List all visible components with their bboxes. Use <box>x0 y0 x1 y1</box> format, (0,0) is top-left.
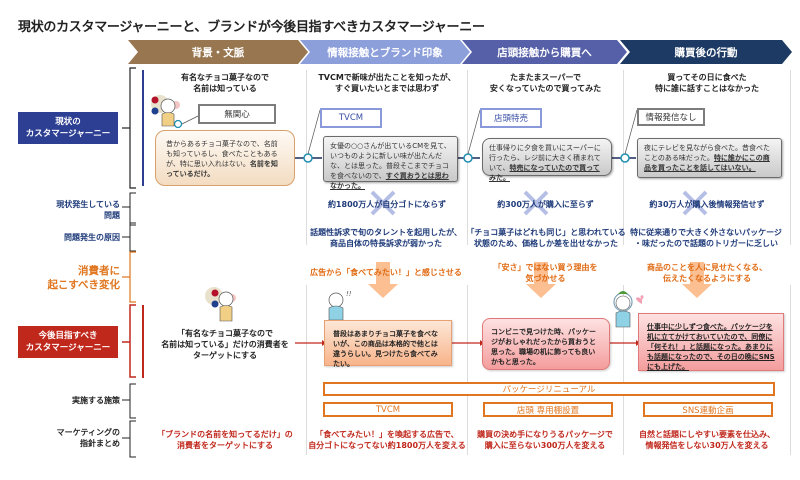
current-story-info: 女優の○○さんが出ているCMを見て、いつものように新しい味が出たんだな、とは思っ… <box>323 136 458 190</box>
change-store: 「安さ」ではない買う理由を 気づかせる <box>493 263 598 283</box>
column-divider <box>467 285 468 455</box>
row-label-future-journey: 今後目指すべき カスタマージャーニー <box>18 326 118 358</box>
current-story-background: 昔からあるチョコ菓子なので、名前も知っているし、食べたこともあるが、特に思い入れ… <box>155 130 295 186</box>
problem-info: 約1800万人が自分ゴトにならず <box>327 200 447 209</box>
cause-post: 特に従来通りで大きく外さないパッケージ ・味だったので話題のトリガーに乏しい <box>630 228 782 248</box>
current-headline-info: TVCMで新味が出たことを知ったが、 すぐ買いたいとまでは思わず <box>318 73 456 93</box>
column-divider <box>790 285 791 455</box>
measure-sns-campaign: SNS連動企画 <box>643 402 773 417</box>
future-target: 「有名なチョコ菓子なので 名前は知っている」だけの消費者を ターゲットにする <box>161 329 289 360</box>
cause-info: 話題性訴求で旬のタレントを起用したが、 商品自体の特長訴求が弱かった <box>310 228 462 248</box>
future-story-store: コンビニで見つけた時、パッケージがおしゃれだったから買おうと思った。職場の机に飾… <box>482 318 610 370</box>
current-story-store: 仕事帰りに夕食を買いにスーパーに行ったら、レジ前に大きく積まれていて、特売になっ… <box>482 138 612 182</box>
change-info: 広告から「食べてみたい！」と感じさせる <box>310 268 462 277</box>
row-label-current-journey: 現状の カスタマージャーニー <box>18 112 118 144</box>
problem-post: 約30万人が購入後情報発信せず <box>649 200 765 209</box>
current-headline-background: 有名なチョコ菓子なので 名前は知っている <box>181 73 269 93</box>
row-label-cause: 問題発生の原因 <box>64 233 120 242</box>
change-post: 商品のことを人に見せたくなる、 伝えたくなるようにする <box>647 263 767 283</box>
current-headline-store: たまたまスーパーで 安くなっていたので買ってみた <box>489 73 602 93</box>
future-story-info: 普段はあまりチョコ菓子を食べないが、この商品は本格的で他とは違うらしい。見つけた… <box>324 320 452 368</box>
page-title: 現状のカスタマージャーニーと、ブランドが今後目指すべきカスタマージャーニー <box>18 20 485 35</box>
tag-tvcm: TVCM <box>320 108 382 128</box>
future-story-post: 仕事中に少しずつ食べた。パッケージを机に立てかけておいていたので、同僚に「何それ… <box>638 313 784 371</box>
current-headline-post: 買ってその日に食べた 特に誰に話すことはなかった <box>655 73 759 93</box>
problem-store: 約300万人が購入に至らず <box>497 200 594 209</box>
phase-store-purchase: 店頭接触から購買へ <box>462 40 627 64</box>
tag-indifferent: 無関心 <box>198 104 276 124</box>
tag-store-sale: 店頭特売 <box>480 108 542 128</box>
row-label-measures: 実施する施策 <box>72 396 120 405</box>
phase-post-purchase: 購買後の行動 <box>620 40 792 64</box>
row-label-change: 消費者に 起こすべき変化 <box>47 265 120 291</box>
summary-background: 「ブランドの名前を知ってるだけ」の 消費者をターゲットにする <box>157 430 293 450</box>
phase-background: 背景・文脈 <box>128 40 308 64</box>
cause-store: 「チョコ菓子はどれも同じ」と思われている 状態のため、価格しか差を出せなかった <box>466 228 626 248</box>
measure-package-renewal: パッケージリニューアル <box>323 382 775 396</box>
column-divider <box>790 70 791 245</box>
tag-no-sharing: 情報発信なし <box>637 108 705 126</box>
phase-info-contact: 情報接触とブランド印象 <box>300 40 470 64</box>
happy-character-icon <box>613 291 644 328</box>
consumer-character-icon <box>205 287 236 322</box>
summary-store: 購買の決め手になりうるパッケージで 購入に至らない300万人を変える <box>477 430 613 450</box>
consumer-character-icon <box>151 95 180 127</box>
summary-post: 自然と話題にしやすい要素を仕込み、 情報発信をしない30万人を変える <box>639 430 775 450</box>
svg-text:!!: !! <box>346 290 352 298</box>
row-label-summary: マーケティングの 指針まとめ <box>56 428 120 448</box>
current-story-post: 夜にテレビを見ながら食べた。昔食べたことのある味だった。特に誰かにこの商品を買っ… <box>637 138 782 178</box>
interested-character-icon: !! <box>328 290 352 321</box>
summary-info: 「食べてみたい！」を喚起する広告で、 自分ゴトになってない約1800万人を変える <box>308 430 466 450</box>
measure-store-shelf: 店頭 専用棚設置 <box>483 402 613 417</box>
row-label-current-problem: 現状発生している 問題 <box>56 200 120 220</box>
column-divider <box>623 285 624 455</box>
measure-tvcm: TVCM <box>323 402 453 417</box>
column-divider <box>306 285 307 455</box>
